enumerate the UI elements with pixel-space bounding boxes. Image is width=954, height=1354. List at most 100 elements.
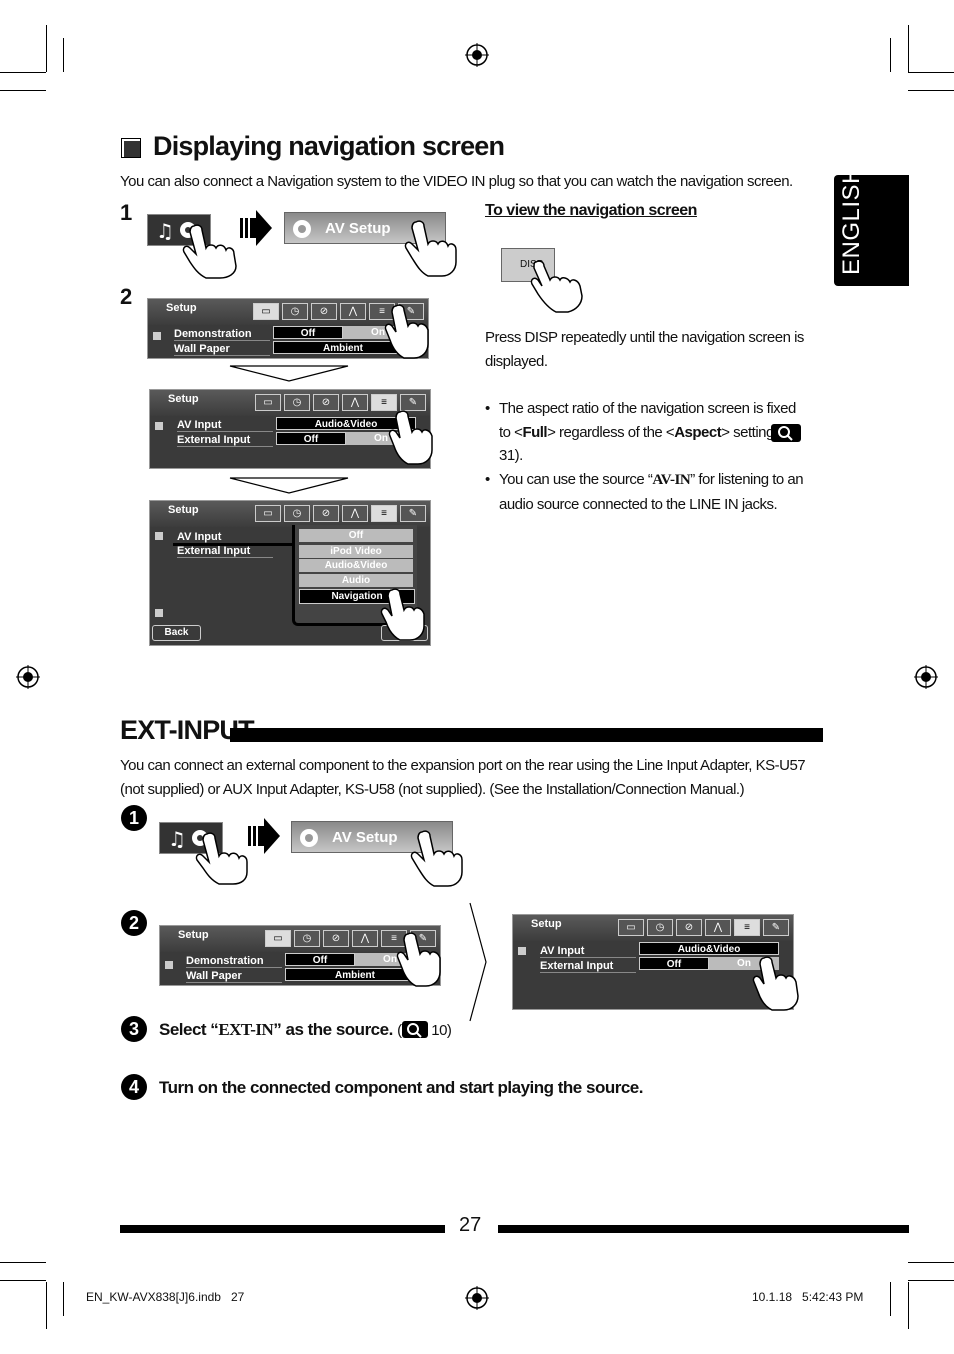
tab-clock[interactable]: ◷ (284, 394, 310, 411)
crop-mark (908, 1282, 909, 1329)
tab-clock[interactable]: ◷ (294, 930, 320, 947)
tab-clock[interactable]: ◷ (282, 303, 308, 320)
registration-mark-icon (465, 1286, 489, 1310)
crop-mark (908, 25, 909, 72)
scroll-up-icon[interactable] (165, 961, 173, 969)
menu-item-navigation[interactable]: Navigation (299, 589, 415, 604)
crop-mark (890, 1282, 891, 1316)
step-number: 1 (121, 805, 147, 831)
tab-display[interactable]: ▭ (255, 505, 281, 522)
tab-input[interactable]: ≡ (371, 505, 397, 522)
tab-wrench[interactable]: ✎ (763, 919, 789, 936)
av-input-label: AV Input (540, 945, 636, 958)
off-option[interactable]: Off (273, 326, 343, 339)
chevron-right-icon (469, 902, 487, 1022)
wall-paper-label: Wall Paper (174, 343, 270, 356)
crop-mark (63, 38, 64, 72)
scroll-up-icon[interactable] (153, 332, 161, 340)
off-option[interactable]: Off (639, 957, 709, 970)
crop-mark (908, 1280, 954, 1281)
file-name: EN_KW-AVX838[J]6.indb 27 (86, 1290, 245, 1304)
tab-clock[interactable]: ◷ (647, 919, 673, 936)
tab-clock[interactable]: ◷ (284, 505, 310, 522)
tab-display[interactable]: ▭ (265, 930, 291, 947)
hand-pointer-icon (752, 956, 799, 1011)
tab-display[interactable]: ▭ (618, 919, 644, 936)
svg-text:♫: ♫ (156, 219, 174, 243)
crop-mark (0, 1280, 46, 1281)
menu-item-off[interactable]: Off (299, 529, 413, 542)
gear-icon (300, 829, 318, 847)
tab-input[interactable]: ≡ (734, 919, 760, 936)
menu-item-audio-video[interactable]: Audio&Video (299, 559, 413, 572)
scroll-down-icon[interactable] (155, 609, 163, 617)
tab-antenna[interactable]: ⋀ (705, 919, 731, 936)
tab-antenna[interactable]: ⋀ (342, 505, 368, 522)
step-number: 3 (121, 1016, 147, 1042)
screen-title: Setup (168, 393, 199, 405)
setup-screen: Setup ▭ ◷ ⊘ ⋀ ≡ ✎ Demonstration Wall Pap… (159, 925, 441, 986)
menu-item-ipod-video[interactable]: iPod Video (299, 545, 413, 558)
step3-text: Select “EXT-IN” as the source. ( 10) (159, 1020, 452, 1039)
off-option[interactable]: Off (276, 432, 346, 445)
crop-mark (46, 1282, 47, 1329)
hand-pointer-icon (388, 410, 433, 465)
av-input-value[interactable]: Audio&Video (639, 942, 779, 955)
external-input-label: External Input (540, 960, 636, 973)
crop-mark (63, 1282, 64, 1316)
step4-text: Turn on the connected component and star… (159, 1078, 643, 1097)
scroll-up-icon[interactable] (518, 947, 526, 955)
screen-title: Setup (531, 918, 562, 930)
pointer-line (173, 543, 298, 546)
back-button[interactable]: Back (152, 625, 201, 641)
section-intro: You can connect an external component to… (120, 757, 806, 798)
off-option[interactable]: Off (285, 953, 355, 966)
tab-disc[interactable]: ⊘ (313, 505, 339, 522)
tab-disc[interactable]: ⊘ (676, 919, 702, 936)
scroll-up-icon[interactable] (155, 532, 163, 540)
step-number: 1 (120, 200, 133, 225)
language-label: ENGLISH (838, 166, 865, 275)
crop-mark (908, 72, 954, 73)
external-input-label: External Input (177, 434, 273, 447)
tab-antenna[interactable]: ⋀ (342, 394, 368, 411)
hand-pointer-icon (195, 832, 248, 885)
crop-mark (908, 1262, 954, 1263)
hand-pointer-icon (380, 588, 425, 641)
registration-mark-icon (465, 43, 489, 67)
press-disp-text: Press DISP repeatedly until the navigati… (485, 329, 804, 370)
setup-screen: Setup ▭ ◷ ⊘ ⋀ ≡ ✎ Demonstration Wall Pap… (147, 298, 429, 359)
tab-disc[interactable]: ⊘ (313, 394, 339, 411)
hand-pointer-icon (384, 304, 429, 359)
scroll-up-icon[interactable] (155, 422, 163, 430)
setup-tabs: ▭ ◷ ⊘ ⋀ ≡ ✎ (255, 394, 426, 411)
gear-icon (293, 220, 311, 238)
tab-antenna[interactable]: ⋀ (352, 930, 378, 947)
tab-input[interactable]: ≡ (381, 930, 407, 947)
menu-item-audio[interactable]: Audio (299, 574, 413, 587)
av-input-label: AV Input (177, 419, 273, 432)
tab-input[interactable]: ≡ (371, 394, 397, 411)
arrow-down-icon (229, 477, 349, 494)
av-input-value[interactable]: Audio&Video (276, 417, 416, 430)
setup-screen: Setup ▭ ◷ ⊘ ⋀ ≡ ✎ AV Input External Inpu… (149, 500, 431, 646)
footer-rule-right (498, 1225, 909, 1233)
tab-disc[interactable]: ⊘ (323, 930, 349, 947)
registration-mark-icon (16, 665, 40, 689)
tab-antenna[interactable]: ⋀ (340, 303, 366, 320)
tab-disc[interactable]: ⊘ (311, 303, 337, 320)
language-tab: ENGLISH (834, 166, 909, 286)
registration-mark-icon (914, 665, 938, 689)
crop-mark (0, 1262, 46, 1263)
crop-mark (0, 90, 46, 91)
setup-tabs: ▭ ◷ ⊘ ⋀ ≡ ✎ (618, 919, 789, 936)
svg-text:♫: ♫ (168, 827, 186, 851)
setup-tabs: ▭ ◷ ⊘ ⋀ ≡ ✎ (255, 505, 426, 522)
tab-display[interactable]: ▭ (255, 394, 281, 411)
bullet-aspect: The aspect ratio of the navigation scree… (499, 397, 809, 468)
bullet-avin: You can use the source “AV-IN” for liste… (499, 471, 804, 513)
tab-wrench[interactable]: ✎ (400, 394, 426, 411)
tab-display[interactable]: ▭ (253, 303, 279, 320)
hand-pointer-icon (410, 830, 463, 887)
tab-wrench[interactable]: ✎ (400, 505, 426, 522)
